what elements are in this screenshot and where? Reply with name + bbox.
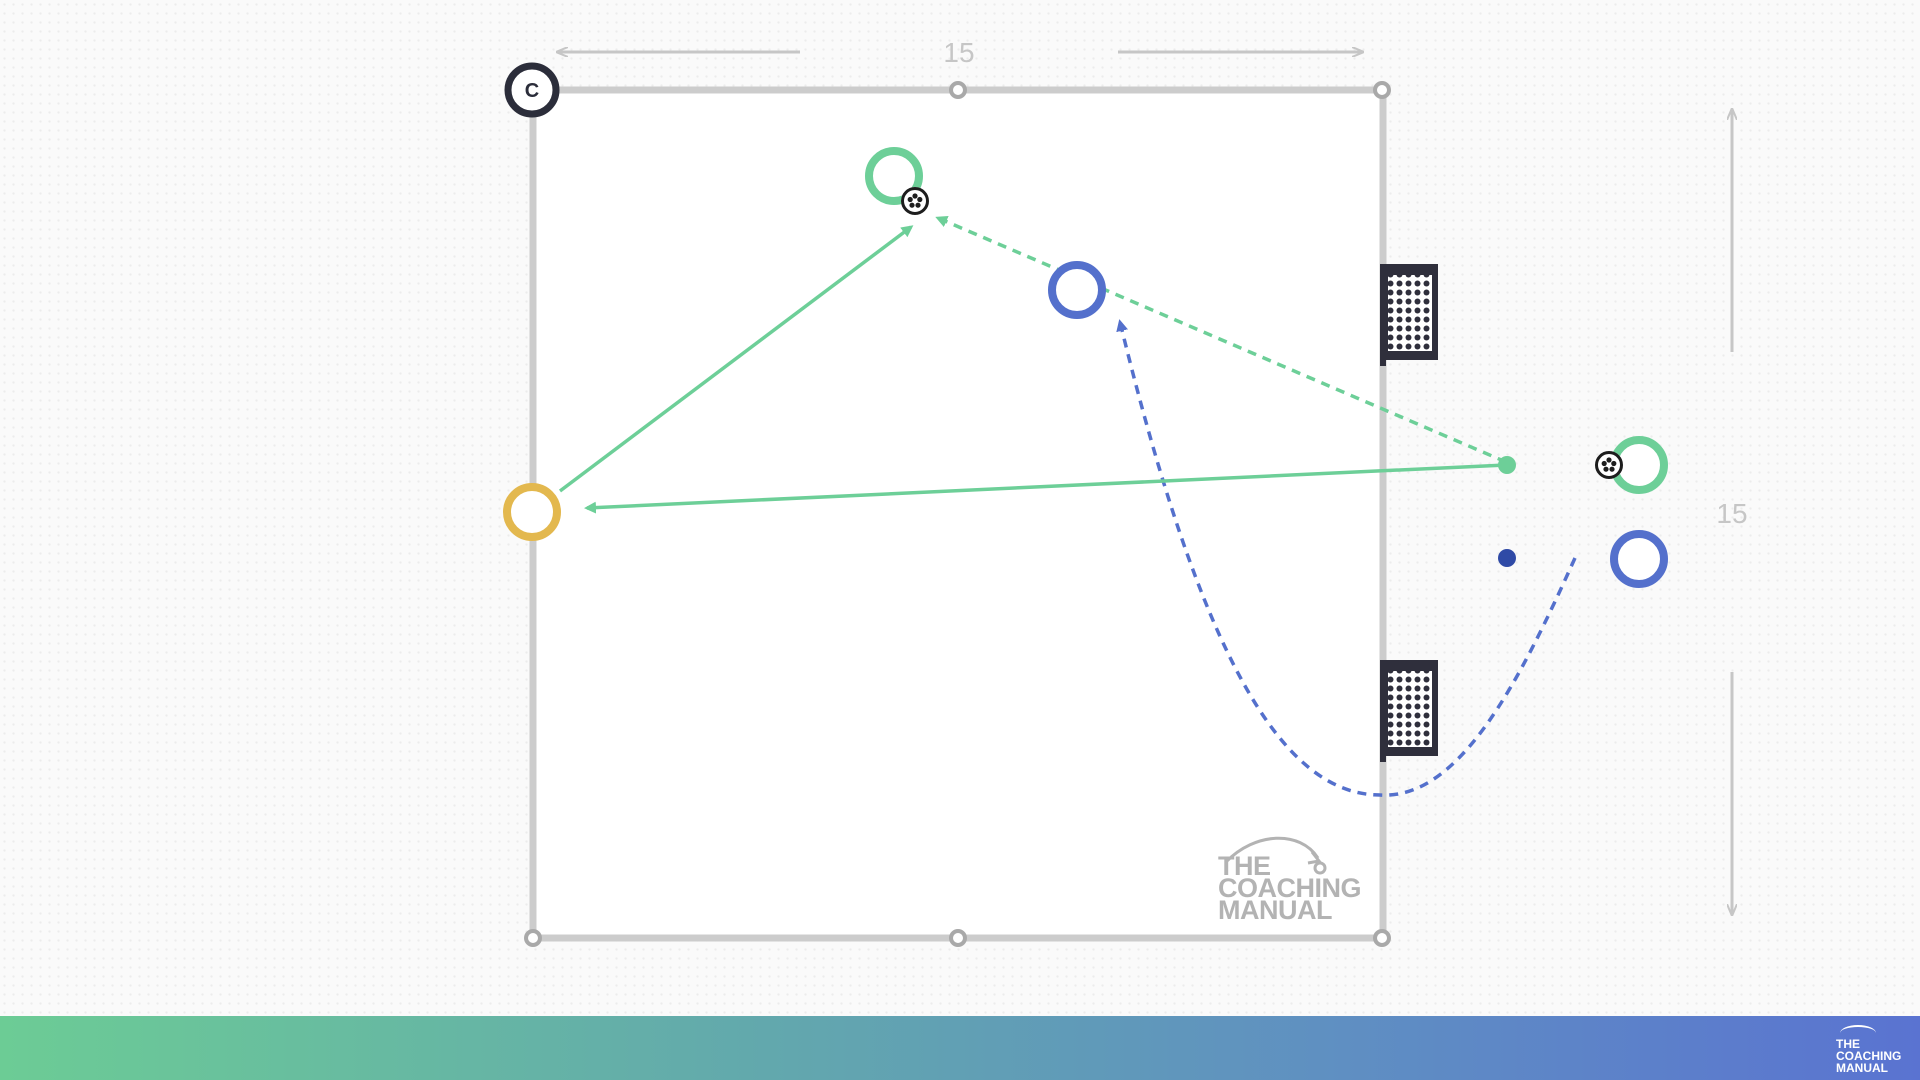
coach-label: C bbox=[525, 80, 539, 102]
width-dimension: 15 bbox=[558, 37, 1362, 68]
blue-defender bbox=[1048, 261, 1106, 319]
green-player-run-path bbox=[935, 216, 1507, 464]
pitch-boundary bbox=[524, 81, 1391, 947]
watermark-arrow bbox=[1307, 851, 1322, 865]
footer-logo-line-1: THE bbox=[1836, 1037, 1860, 1051]
watermark-line-2: COACHING bbox=[1218, 873, 1361, 903]
pass-to-neutral bbox=[584, 463, 1507, 514]
footer-logo-line-2: COACHING bbox=[1836, 1049, 1902, 1063]
height-dimension: 15 bbox=[1716, 110, 1748, 914]
green-start-marker bbox=[1498, 456, 1516, 474]
pass-to-green-player bbox=[558, 225, 914, 493]
soccer-ball-icon bbox=[899, 185, 931, 217]
footer-logo-arc bbox=[1840, 1025, 1876, 1041]
cone-icon bbox=[1373, 81, 1391, 99]
blue-start-marker bbox=[1498, 549, 1516, 567]
height-label: 15 bbox=[1716, 498, 1747, 529]
watermark-arc bbox=[1224, 836, 1320, 864]
footer-bar: THE COACHING MANUAL bbox=[0, 1016, 1920, 1080]
mini-goal-icon bbox=[1380, 264, 1438, 366]
cone-icon bbox=[524, 929, 542, 947]
neutral-player bbox=[503, 483, 561, 541]
blue-player-waiting bbox=[1610, 530, 1668, 588]
green-player bbox=[865, 147, 923, 205]
footer-logo: THE COACHING MANUAL bbox=[1830, 1024, 1908, 1075]
watermark-line-1: THE bbox=[1218, 851, 1271, 881]
cone-icon bbox=[949, 929, 967, 947]
coach-icon: C bbox=[504, 62, 560, 118]
pitch-outline bbox=[529, 86, 1387, 942]
watermark-line-3: MANUAL bbox=[1218, 895, 1332, 925]
watermark-ball-icon bbox=[1313, 861, 1327, 875]
width-label: 15 bbox=[943, 37, 974, 68]
mini-goal-icon bbox=[1380, 660, 1438, 762]
footer-logo-line-3: MANUAL bbox=[1836, 1061, 1888, 1075]
cone-icon bbox=[949, 81, 967, 99]
watermark-logo: THE COACHING MANUAL bbox=[1218, 836, 1362, 925]
blue-player-run-path bbox=[1116, 319, 1577, 797]
soccer-ball-icon bbox=[1593, 449, 1625, 481]
cone-icon bbox=[1373, 929, 1391, 947]
pitch-area bbox=[533, 90, 1383, 938]
